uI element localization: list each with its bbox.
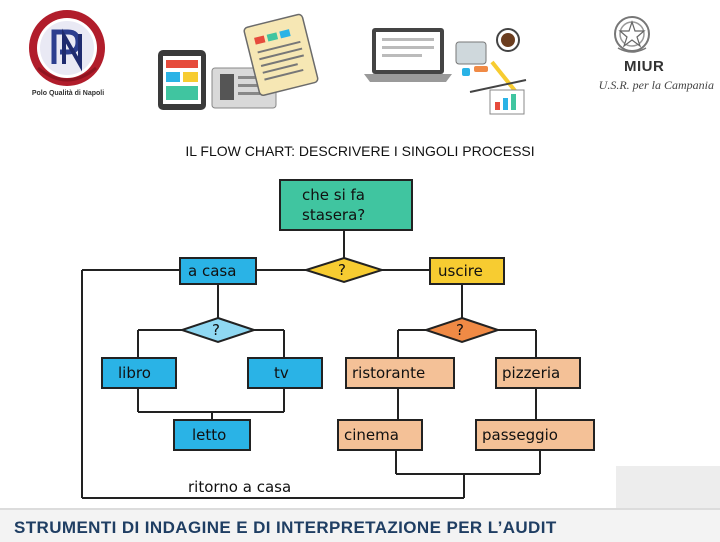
footer-title: STRUMENTI DI INDAGINE E DI INTERPRETAZIO… — [14, 518, 557, 537]
start-node: che si fa stasera? — [279, 179, 413, 231]
node-home-label: a casa — [188, 262, 236, 280]
node-out-label: uscire — [438, 262, 483, 280]
header-illustration — [158, 13, 527, 115]
node-pizzeria-label: pizzeria — [502, 364, 560, 382]
node-tv-label: tv — [274, 364, 289, 382]
polo-qualita-logo — [29, 10, 105, 86]
node-book-label: libro — [118, 364, 151, 382]
footer-bar: STRUMENTI DI INDAGINE E DI INTERPRETAZIO… — [0, 508, 720, 542]
node-read-label: letto — [192, 426, 226, 444]
page-title: IL FLOW CHART: DESCRIVERE I SINGOLI PROC… — [185, 143, 535, 159]
node-home: a casa — [179, 257, 257, 285]
decision-out: ? — [422, 316, 502, 344]
italian-republic-emblem — [614, 16, 650, 53]
connector-lines — [81, 230, 541, 499]
decision-out-label: ? — [456, 321, 464, 339]
node-cinema: cinema — [337, 419, 423, 451]
node-read: letto — [173, 419, 251, 451]
node-walk-label: passeggio — [482, 426, 558, 444]
decision-home-label: ? — [212, 321, 220, 339]
node-restaurant-label: ristorante — [352, 364, 425, 382]
header: Polo Qualità di Napoli — [0, 0, 720, 120]
start-node-line2: stasera? — [302, 206, 365, 224]
node-tv: tv — [247, 357, 323, 389]
miur-title: MIUR — [624, 58, 665, 75]
decision-main: ? — [302, 256, 386, 284]
node-out: uscire — [429, 257, 505, 285]
return-home-label: ritorno a casa — [188, 478, 291, 496]
miur-subtitle: U.S.R. per la Campania — [598, 78, 714, 92]
node-walk: passeggio — [475, 419, 595, 451]
node-cinema-label: cinema — [344, 426, 399, 444]
decorative-frame — [616, 466, 720, 508]
decision-home: ? — [178, 316, 258, 344]
node-restaurant: ristorante — [345, 357, 455, 389]
start-node-line1: che si fa — [302, 186, 365, 204]
flowchart: che si fa stasera? ? a casa uscire ? ? l… — [81, 179, 595, 499]
decision-main-label: ? — [338, 261, 346, 279]
logo-caption: Polo Qualità di Napoli — [31, 90, 105, 97]
node-book: libro — [101, 357, 177, 389]
node-pizzeria: pizzeria — [495, 357, 581, 389]
